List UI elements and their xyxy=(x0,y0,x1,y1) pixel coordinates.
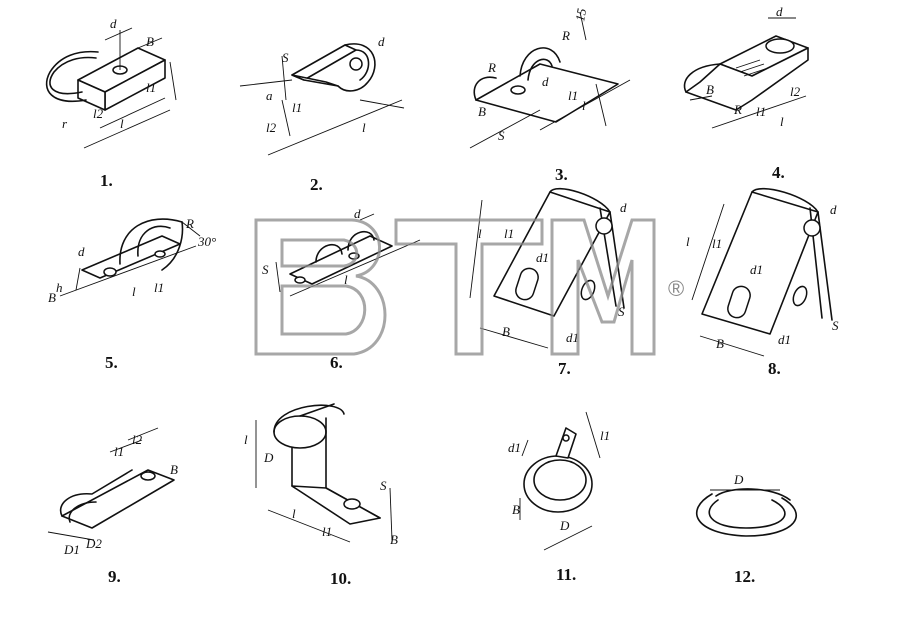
fig3-dim-d: d xyxy=(542,74,549,89)
fig2-dim-l1: l1 xyxy=(292,100,302,115)
watermark-registered-mark: ® xyxy=(668,276,684,301)
figure-9-number: 9. xyxy=(108,567,121,586)
fig8-dim-d: d xyxy=(830,202,837,217)
fig4-dim-l: l xyxy=(780,114,784,129)
figure-4-number: 4. xyxy=(772,163,785,182)
figure-4-eye-lug: d B R l1 l2 l 4. xyxy=(683,4,809,182)
fig4-dim-l2: l2 xyxy=(790,84,801,99)
fig7-dim-d: d xyxy=(620,200,627,215)
figure-5-pipe-clamp: d R 30° h B l l1 5. xyxy=(48,216,216,372)
fig8-dim-d1-bottom: d1 xyxy=(778,332,791,347)
fig12-dim-d: D xyxy=(733,472,744,487)
fig10-dim-s: S xyxy=(380,478,387,493)
figure-1-number: 1. xyxy=(100,171,113,190)
fig1-dim-l: l xyxy=(120,116,124,131)
fig2-dim-l2: l2 xyxy=(266,120,277,135)
fig3-dim-r1: R xyxy=(561,28,570,43)
fig9-dim-l2: l2 xyxy=(132,432,143,447)
fig5-dim-d: d xyxy=(78,244,85,259)
fig9-dim-d2: D2 xyxy=(85,536,102,551)
fig2-dim-d: d xyxy=(378,34,385,49)
fig4-dim-l1: l1 xyxy=(756,104,766,119)
figure-2-clip: S d a l l1 l2 2. xyxy=(239,34,405,194)
figure-9-cable-clip: l1 l2 B D1 D2 9. xyxy=(47,427,178,586)
fig5-dim-h: h xyxy=(56,280,63,295)
fig8-dim-s: S xyxy=(832,318,839,333)
fig7-dim-d1-bottom: d1 xyxy=(566,330,579,345)
fig5-dim-b: B xyxy=(48,290,56,305)
fig3-dim-l1: l1 xyxy=(568,88,578,103)
fig4-dim-b: B xyxy=(706,82,714,97)
fig11-dim-d1: d1 xyxy=(508,440,521,455)
figure-12-spring-ring: D 12. xyxy=(695,472,797,586)
figure-5-number: 5. xyxy=(105,353,118,372)
fig9-dim-l1: l1 xyxy=(114,444,124,459)
fig8-dim-l: l xyxy=(686,234,690,249)
fig1-dim-l1: l1 xyxy=(146,80,156,95)
figure-10-tube-bracket: l D l l1 S B 10. xyxy=(244,403,398,588)
figure-10-number: 10. xyxy=(330,569,351,588)
fig3-dim-l: l xyxy=(582,98,586,113)
fig10-dim-b: B xyxy=(390,532,398,547)
fig7-dim-l: l xyxy=(478,226,482,241)
figure-3-number: 3. xyxy=(555,165,568,184)
fig7-dim-l1: l1 xyxy=(504,226,514,241)
btm-watermark: ® xyxy=(254,218,684,356)
fig6-dim-s: S xyxy=(262,262,269,277)
fig2-dim-l: l xyxy=(362,120,366,135)
fig7-dim-d1-top: d1 xyxy=(536,250,549,265)
fig5-dim-30deg: 30° xyxy=(197,234,216,249)
fig9-dim-b: B xyxy=(170,462,178,477)
figure-8-hinge-plate: d l l1 d1 d1 B S 8. xyxy=(686,187,839,378)
figure-2-number: 2. xyxy=(310,175,323,194)
figure-11-number: 11. xyxy=(556,565,576,584)
fig10-dim-l-vertical: l xyxy=(244,432,248,447)
fig3-dim-15: 15 xyxy=(572,7,589,23)
fig10-dim-l1: l1 xyxy=(322,524,332,539)
fig6-dim-l: l xyxy=(344,272,348,287)
figure-6-number: 6. xyxy=(330,353,343,372)
fig8-dim-b: B xyxy=(716,336,724,351)
fig3-dim-b: B xyxy=(478,104,486,119)
fig2-dim-a: a xyxy=(266,88,273,103)
fig5-dim-l1: l1 xyxy=(154,280,164,295)
fig7-dim-b: B xyxy=(502,324,510,339)
fig9-dim-d1: D1 xyxy=(63,542,80,557)
fig7-dim-s: S xyxy=(618,304,625,319)
fig4-dim-d: d xyxy=(776,4,783,19)
fig1-dim-b: B xyxy=(146,34,154,49)
figure-12-number: 12. xyxy=(734,567,755,586)
fig8-dim-d1-top: d1 xyxy=(750,262,763,277)
fig2-dim-s: S xyxy=(282,50,289,65)
fig5-dim-l: l xyxy=(132,284,136,299)
figure-7-number: 7. xyxy=(558,359,571,378)
fig3-dim-r2: R xyxy=(487,60,496,75)
fig3-dim-s: S xyxy=(498,128,505,143)
fig1-dim-r: r xyxy=(62,116,68,131)
fig10-dim-d: D xyxy=(263,450,274,465)
figure-3-saddle-clamp: 15 R R d l l1 B S 3. xyxy=(469,7,631,184)
fig11-dim-b: B xyxy=(512,502,520,517)
fig8-dim-l1: l1 xyxy=(712,236,722,251)
figure-11-ring-clamp: d1 l1 B D 11. xyxy=(508,411,610,584)
figure-8-number: 8. xyxy=(768,359,781,378)
fig10-dim-l-horizontal: l xyxy=(292,506,296,521)
fig5-dim-r: R xyxy=(185,216,194,231)
fig6-dim-d: d xyxy=(354,206,361,221)
fig4-dim-r: R xyxy=(733,102,742,117)
fig1-dim-d: d xyxy=(110,16,117,31)
fig1-dim-l2: l2 xyxy=(93,106,104,121)
fig11-dim-l1: l1 xyxy=(600,428,610,443)
fig11-dim-d: D xyxy=(559,518,570,533)
figure-1-bracket: d B l l2 l1 r 1. xyxy=(45,16,177,190)
